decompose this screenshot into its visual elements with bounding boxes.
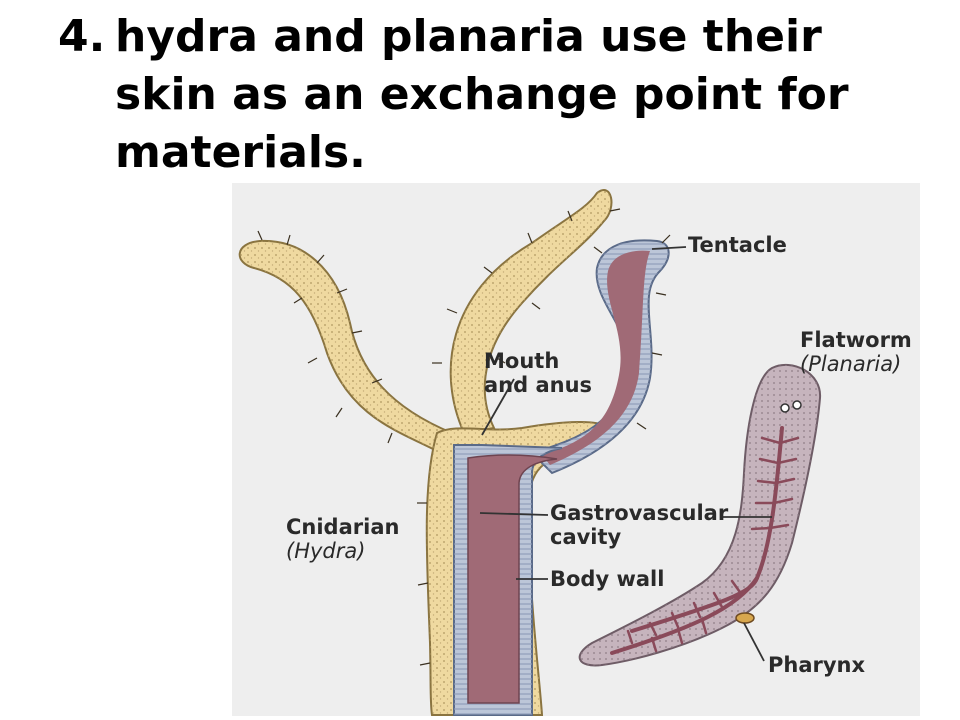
heading-line-1: hydra and planaria use their (115, 11, 822, 62)
gastro-leader (479, 512, 549, 516)
label-mouth: Mouth and anus (484, 349, 592, 397)
label-planaria: (Planaria) (800, 352, 902, 376)
hydra-bristles (257, 208, 671, 666)
label-gastrovascular-cavity: Gastrovascular cavity (550, 501, 728, 549)
planaria-eyespot-right (792, 400, 802, 410)
label-flatworm-name: Flatworm (800, 328, 912, 352)
label-mouth-line2: and anus (484, 373, 593, 397)
planaria-illustration (578, 363, 822, 667)
label-flatworm: Flatworm (Planaria) (800, 328, 912, 376)
mouth-leader (481, 378, 515, 436)
bullet-text: hydra and planaria use their skin as an … (115, 8, 948, 182)
label-cnidarian-name: Cnidarian (286, 515, 400, 539)
label-hydra: (Hydra) (286, 539, 366, 563)
hydra-gastrovascular-cavity (467, 454, 558, 704)
label-cnidarian: Cnidarian (Hydra) (286, 515, 399, 563)
figure-illustration (238, 189, 822, 716)
planaria-pharynx (735, 612, 755, 624)
label-pharynx: Pharynx (768, 653, 866, 677)
slide-heading: 4. hydra and planaria use their skin as … (58, 8, 948, 182)
heading-line-2: skin as an exchange point for (115, 69, 849, 120)
planaria-gut (610, 426, 784, 655)
tentacle-leader (651, 246, 687, 250)
bullet-number: 4. (58, 11, 106, 62)
planaria-eyespot-left (780, 403, 790, 413)
label-tentacle: Tentacle (688, 233, 787, 257)
leader-lines (479, 246, 772, 662)
label-mouth-line1: Mouth (484, 349, 560, 373)
planaria-gut-branches (626, 436, 800, 653)
label-body-wall: Body wall (550, 567, 665, 591)
hydra-planaria-figure: Tentacle Mouth and anus Flatworm (Planar… (232, 183, 920, 716)
label-gastro-line1: Gastrovascular (550, 501, 729, 525)
heading-line-3: materials. (115, 127, 366, 178)
label-gastro-line2: cavity (550, 525, 622, 549)
pharynx-leader (743, 622, 765, 662)
